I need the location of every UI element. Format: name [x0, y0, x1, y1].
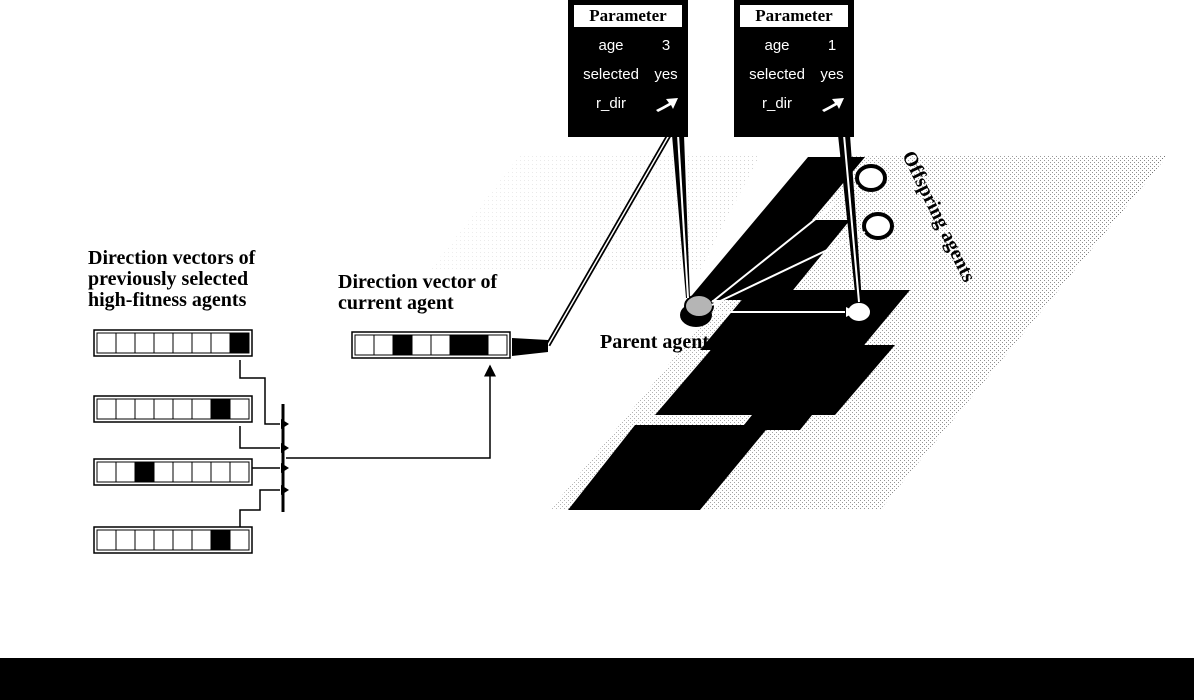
parameter-value: yes [816, 60, 848, 89]
vector-cell-filled [211, 530, 230, 550]
parameter-value: 3 [650, 31, 682, 60]
previous-direction-vector [94, 330, 252, 356]
parameter-row-selected: selected yes [734, 60, 854, 89]
vector-cell [192, 399, 211, 419]
caption-line: Direction vectors of [88, 248, 255, 269]
vector-cell [431, 335, 450, 355]
vector-cell [230, 530, 249, 550]
vector-cell [173, 333, 192, 353]
vector-cell [173, 530, 192, 550]
vector-cell [97, 333, 116, 353]
previous-direction-vector [94, 527, 252, 553]
vector-cell [97, 462, 116, 482]
vector-cell [355, 335, 374, 355]
vector-cell [154, 333, 173, 353]
current-direction-vector [352, 332, 510, 358]
parameter-value: yes [650, 60, 682, 89]
vector-cell-filled [211, 399, 230, 419]
parameter-row-r-dir: r_dir [568, 89, 688, 118]
vector-cell [192, 462, 211, 482]
vector-cell [97, 530, 116, 550]
parameter-key: age [742, 31, 812, 60]
vector-cell [230, 399, 249, 419]
vector-cell-filled [393, 335, 412, 355]
parameter-row-selected: selected yes [568, 60, 688, 89]
bottom-black-bar [0, 658, 1194, 700]
vector-cell [135, 333, 154, 353]
vector-cell [116, 399, 135, 419]
parameter-panel-parent: Parameter age 3 selected yes r_dir [568, 0, 688, 137]
parameter-value: 1 [816, 31, 848, 60]
parameter-key: selected [576, 60, 646, 89]
vector-cell [154, 530, 173, 550]
white-arrow-icon [820, 95, 846, 113]
vector-cell [488, 335, 507, 355]
vector-cell [173, 399, 192, 419]
vector-cell-filled [450, 335, 469, 355]
parameter-panel-header: Parameter [740, 5, 848, 27]
vector-cell [211, 462, 230, 482]
parameter-key: selected [742, 60, 812, 89]
parameter-key: r_dir [576, 89, 646, 118]
vector-cell [412, 335, 431, 355]
parameter-key: age [576, 31, 646, 60]
vector-cell [116, 462, 135, 482]
terrain-plane [430, 150, 1168, 515]
previous-vectors-caption: Direction vectors of previously selected… [88, 248, 255, 311]
parameter-key: r_dir [742, 89, 812, 118]
vector-cell [374, 335, 393, 355]
vector-cell [135, 530, 154, 550]
vector-cell [97, 399, 116, 419]
parent-agent-label: Parent agent [600, 332, 709, 353]
parameter-row-age: age 3 [568, 31, 688, 60]
parameter-row-r-dir: r_dir [734, 89, 854, 118]
caption-line: current agent [338, 293, 497, 314]
vector-cell [154, 462, 173, 482]
vector-cell [192, 530, 211, 550]
vector-cell [192, 333, 211, 353]
caption-line: Direction vector of [338, 272, 497, 293]
caption-line: high-fitness agents [88, 290, 255, 311]
vector-cell [211, 333, 230, 353]
parameter-row-age: age 1 [734, 31, 854, 60]
white-arrow-icon [654, 95, 680, 113]
offspring-agent-1 [857, 166, 885, 190]
caption-line: previously selected [88, 269, 255, 290]
vector-cell-filled [469, 335, 488, 355]
vector-cell [154, 399, 173, 419]
parameter-panel-header: Parameter [574, 5, 682, 27]
vector-cell [116, 530, 135, 550]
previous-direction-vector [94, 459, 252, 485]
vector-cell [116, 333, 135, 353]
parent-agent [685, 295, 713, 317]
current-vector-caption: Direction vector of current agent [338, 272, 497, 314]
parameter-panel-offspring: Parameter age 1 selected yes r_dir [734, 0, 854, 137]
vector-cell [230, 462, 249, 482]
offspring-agent-2 [864, 214, 892, 238]
vector-cell-filled [230, 333, 249, 353]
vector-cell [173, 462, 192, 482]
previous-direction-vector [94, 396, 252, 422]
vector-cell-filled [135, 462, 154, 482]
vector-cell [135, 399, 154, 419]
